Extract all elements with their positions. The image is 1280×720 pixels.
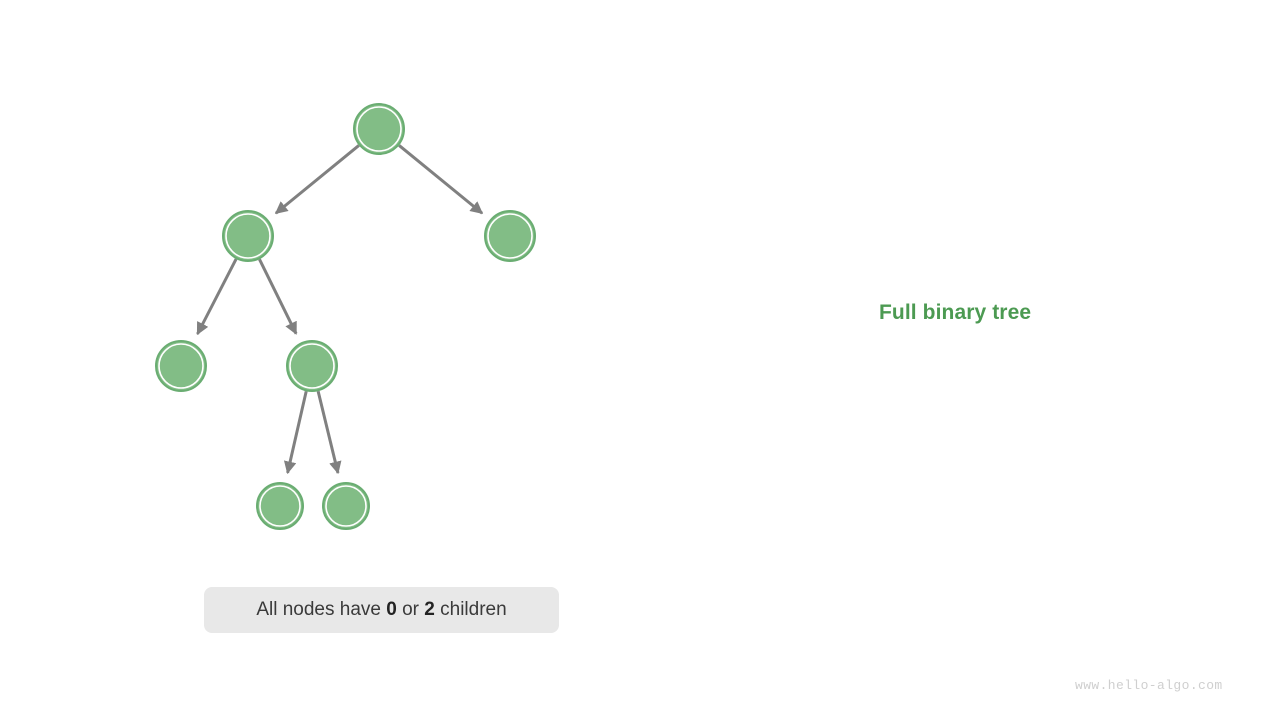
tree-node[interactable] [322,482,370,530]
tree-edge [283,391,308,475]
tree-node[interactable] [256,482,304,530]
caption-box: All nodes have 0 or 2 children [204,587,559,633]
tree-node-fill [358,108,400,150]
caption-suffix: children [434,599,507,620]
edge-layer [196,144,484,475]
tree-node[interactable] [353,103,405,155]
tree-edge [316,390,342,475]
caption-bold-two: 2 [424,599,435,620]
tree-node-fill [227,215,269,257]
tree-node-gap-ring [225,213,271,259]
tree-node-gap-ring [259,485,301,527]
tree-node-fill [291,345,333,387]
tree-edge [274,144,360,215]
tree-edge [398,144,484,215]
tree-node-fill [160,345,202,387]
tree-node[interactable] [286,340,338,392]
tree-node-gap-ring [487,213,533,259]
tree-node[interactable] [484,210,536,262]
tree-node[interactable] [222,210,274,262]
caption-middle: or [396,599,425,620]
tree-node[interactable] [155,340,207,392]
tree-edge [196,258,238,336]
caption-text: All nodes have 0 or 2 children [256,599,506,621]
tree-edge [258,258,298,335]
tree-node-fill [489,215,531,257]
watermark: www.hello-algo.com [1075,678,1223,693]
tree-node-gap-ring [158,343,204,389]
page-title: Full binary tree [879,301,1032,324]
caption-prefix: All nodes have [256,599,387,620]
tree-node-fill [327,487,365,525]
tree-node-fill [261,487,299,525]
tree-node-gap-ring [325,485,367,527]
tree-node-gap-ring [356,106,402,152]
tree-node-gap-ring [289,343,335,389]
caption-bold-zero: 0 [386,599,397,620]
node-layer [155,103,536,530]
